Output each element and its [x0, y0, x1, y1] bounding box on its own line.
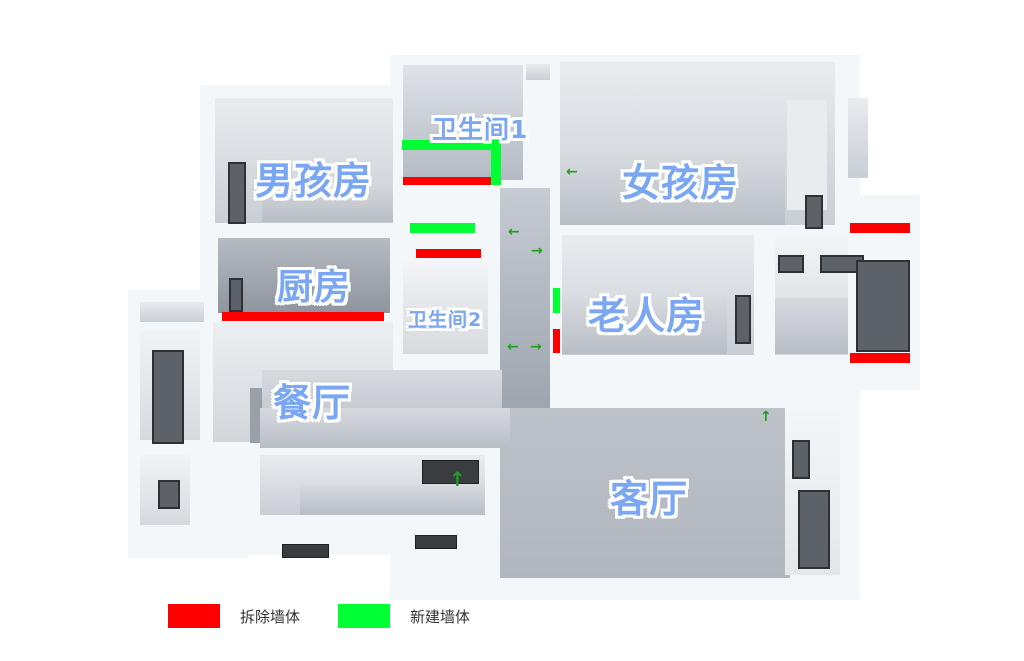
living-window-2: [798, 490, 830, 569]
demolish-wall-bathroom2: [416, 249, 481, 258]
bathroom2-walls: [403, 262, 488, 354]
left-wing-upper: [140, 302, 204, 322]
new-wall-bathroom1-v: [491, 140, 501, 185]
left-wing-window-2: [158, 480, 180, 509]
room-label-bathroom-1: 卫生间1: [432, 115, 529, 144]
dining-marble: [250, 388, 262, 443]
entry-room-floor: [300, 485, 485, 515]
left-wing-window-1: [152, 350, 184, 444]
room-label-boy-room: 男孩房: [255, 159, 373, 203]
corridor-floor: [500, 188, 550, 408]
arrow-left-icon: ←: [566, 164, 578, 180]
lower-door-2: [415, 535, 457, 549]
arrow-left-icon: ←: [508, 224, 520, 240]
room-label-kitchen: 厨房: [277, 267, 352, 308]
lower-door-1: [282, 544, 329, 558]
room-label-girl-room: 女孩房: [622, 161, 740, 205]
living-window-1: [792, 440, 810, 479]
new-wall-bathroom1-h: [402, 140, 500, 150]
legend-swatch-red: [168, 604, 220, 628]
elder-room-floor: [562, 298, 727, 354]
room-label-bathroom-2: 卫生间2: [408, 309, 483, 331]
demolish-wall-bathroom1: [403, 177, 493, 185]
girl-room-balcony: [848, 98, 868, 178]
entry-door: [422, 460, 479, 484]
legend-item-new-wall: 新建墙体: [338, 604, 470, 628]
room-label-living: 客厅: [610, 477, 689, 521]
kitchen-window: [229, 278, 243, 312]
demolish-wall-balcony-bottom: [850, 353, 910, 363]
demolish-wall-kitchen: [222, 312, 384, 321]
kitchen-walls: [218, 238, 390, 313]
elder-room-window: [735, 295, 751, 344]
legend-swatch-green: [338, 604, 391, 628]
new-wall-elder-room: [553, 288, 560, 313]
girl-room-closet: [787, 100, 827, 210]
room-label-elder-room: 老人房: [588, 294, 706, 338]
new-wall-bathroom2: [410, 223, 475, 233]
arrow-up-icon: ↑: [760, 409, 772, 425]
living-floor-upper: [260, 408, 510, 448]
legend-label: 拆除墙体: [240, 607, 301, 626]
room-label-dining: 餐厅: [273, 381, 352, 425]
arrow-up-icon: ↑: [449, 467, 466, 491]
demolish-wall-balcony-top: [850, 223, 910, 233]
bathroom1-side: [526, 64, 550, 80]
arrow-right-icon: →: [530, 339, 542, 355]
girl-room-window: [805, 195, 823, 229]
legend-item-demolish: 拆除墙体: [168, 604, 300, 628]
balcony-right-floor: [775, 298, 848, 354]
demolish-wall-elder-room: [553, 329, 560, 353]
arrow-left-icon: ←: [507, 339, 519, 355]
legend-label: 新建墙体: [410, 607, 471, 626]
boy-room-floor: [262, 182, 393, 222]
bathroom1-walls: [403, 65, 523, 180]
living-floor: [500, 408, 790, 578]
balcony-window-3: [856, 260, 910, 352]
girl-room-floor: [560, 155, 785, 225]
legend: 拆除墙体 新建墙体: [168, 604, 508, 628]
balcony-window-1: [778, 255, 804, 273]
arrow-right-icon: →: [531, 243, 543, 259]
boy-room-window: [228, 162, 246, 224]
